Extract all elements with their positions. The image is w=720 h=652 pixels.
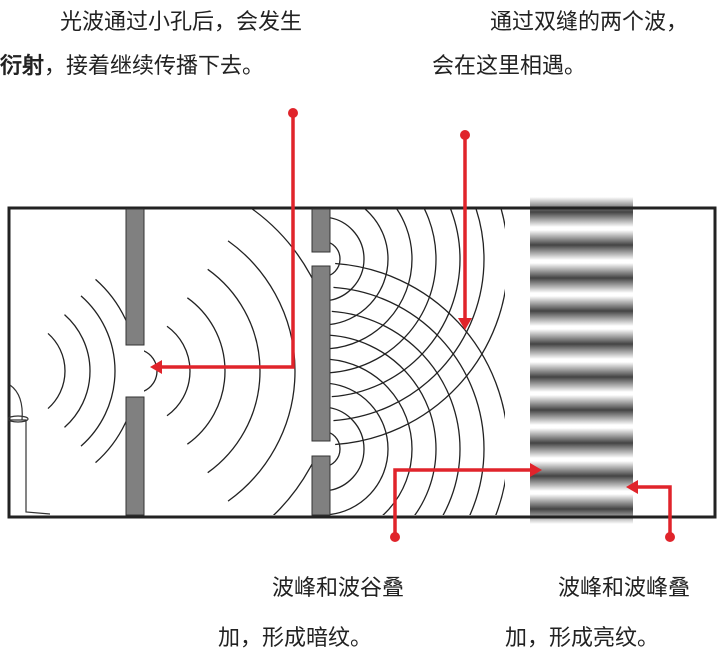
wavefront-arc [64,314,91,428]
wavefront-arc [330,209,413,350]
wavefront-arc [47,332,66,410]
wavefront-arc [330,209,437,374]
wavefront-arc [166,325,191,417]
wavefront-arc [330,242,341,276]
wavefront-arc [330,382,389,515]
dark-fringe [530,296,633,326]
interference-fringes [530,197,633,524]
wavefront-arc [335,209,505,446]
dark-fringe [530,263,633,293]
wavefront-arc [207,268,261,474]
dark-fringe [530,461,633,491]
wavefront-arc [330,407,365,491]
caption-dark-1: 波峰和波谷叠 [272,576,405,601]
double-slit-barrier [311,208,331,516]
dark-fringe [530,395,633,425]
caption-dark-2: 加，形成暗纹。 [218,626,373,651]
dark-fringe [530,494,633,524]
wavefront-arc [333,209,485,422]
arrow-bright-fringe [636,485,672,537]
candle-icon [7,384,51,515]
single-slit-barrier [125,208,145,516]
wavefront-arc [227,240,296,502]
arrow-diffraction [160,113,295,369]
wavefront-arc [330,358,413,515]
dark-fringe [530,197,633,227]
term-diffraction: 衍射 [0,54,45,79]
arrow-dark-fringe [393,468,532,537]
wavefront-arc [330,217,365,301]
wavefront-arc [331,209,461,398]
caption-meeting-1: 通过双缝的两个波， [490,10,689,35]
wavefront-arc [330,209,389,326]
wavefront-arc [144,350,158,392]
caption-bright-2: 加，形成亮纹。 [505,626,660,651]
caption-text: ，接着继续传播下去。 [44,54,265,79]
wavefront-arc [335,262,505,515]
annotation-arrows [150,108,675,542]
caption-bright-1: 波峰和波峰叠 [558,576,691,601]
dark-fringe [530,329,633,359]
wavefront-arc [186,297,226,445]
dark-fringe [530,230,633,260]
caption-meeting-2: 会在这里相遇。 [432,54,587,79]
caption-diffraction-1: 光波通过小孔后，会发生 [60,10,303,35]
wavefront-arc [330,432,341,466]
caption-diffraction-2: 衍射，接着继续传播下去。 [0,48,264,80]
wavefront-arc [331,310,461,515]
wavefronts [47,209,505,515]
wavefront-arc [95,278,126,464]
wavefront-arc [80,295,116,447]
dark-fringe [530,428,633,458]
wavefront-arc [333,286,485,515]
wavefront-arc [330,334,437,515]
dark-fringe [530,362,633,392]
apparatus-box [7,206,717,519]
